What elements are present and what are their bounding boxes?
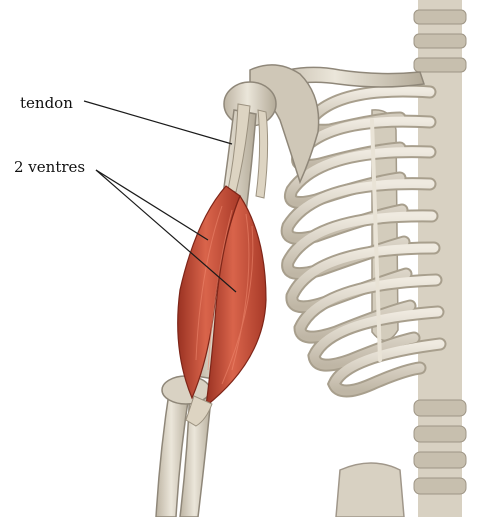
tendon-label: tendon [20, 96, 73, 111]
tendon-leader-line [84, 101, 232, 144]
forearm-bones [156, 376, 212, 517]
ventres-label: 2 ventres [14, 160, 85, 175]
ventres-leader-line-1 [96, 170, 208, 240]
pelvis [336, 463, 404, 517]
biceps-muscle [178, 104, 268, 426]
